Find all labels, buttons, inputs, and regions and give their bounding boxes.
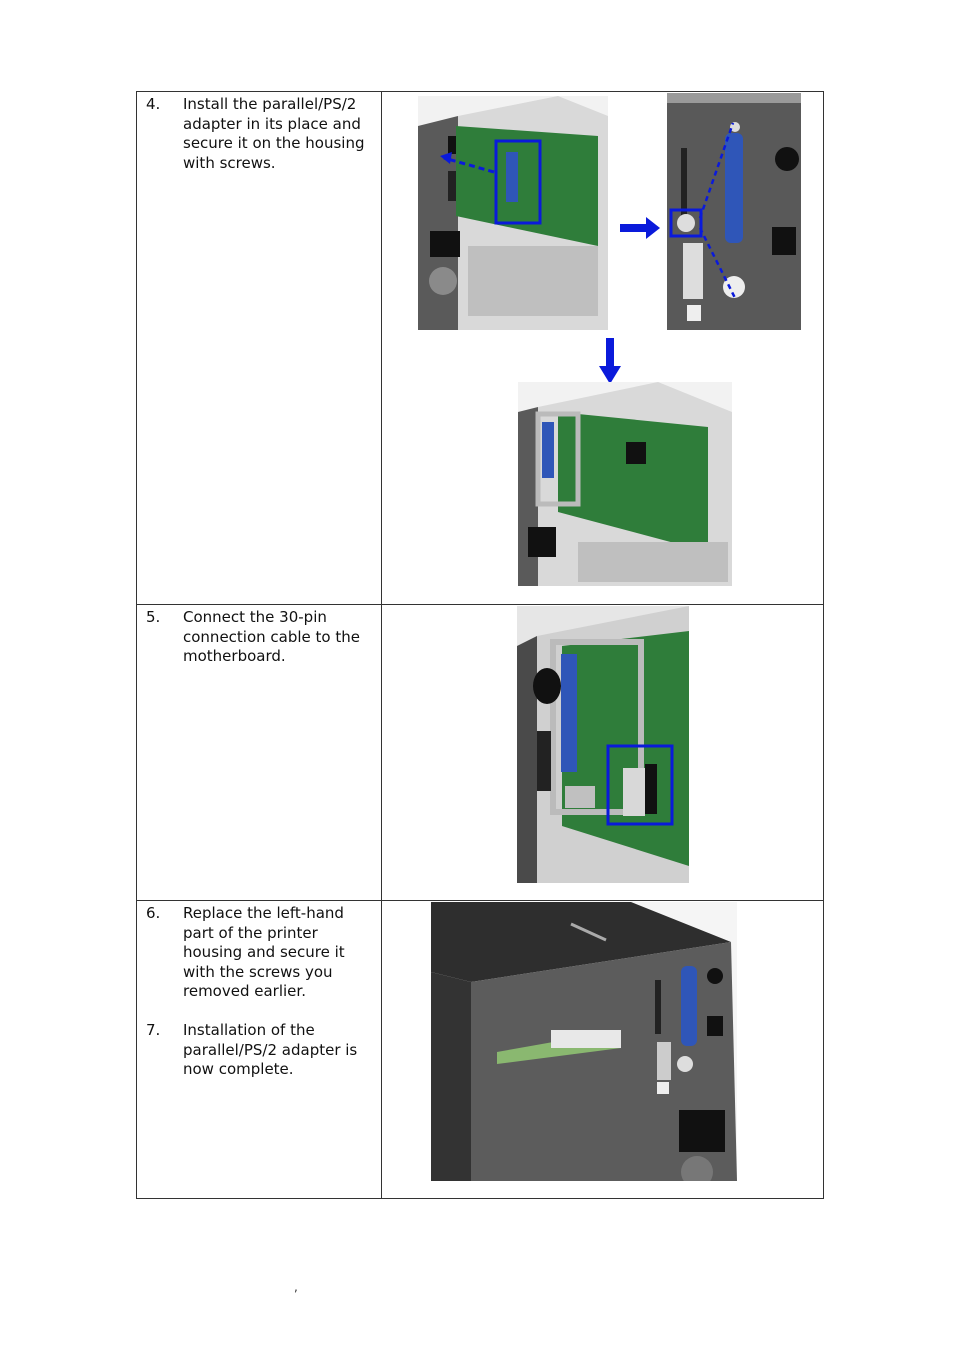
step-number: 6. xyxy=(146,904,161,922)
step-item: 5. Connect the 30-pin connection cable t… xyxy=(146,608,373,667)
step-text-cell: 6. Replace the left-hand part of the pri… xyxy=(137,901,382,1198)
printer-housing-illustration xyxy=(431,902,737,1181)
step-text: Replace the left-hand part of the printe… xyxy=(183,904,345,1001)
back-panel-detail-illustration xyxy=(667,93,801,330)
step-number: 4. xyxy=(146,95,161,113)
cable-connection-illustration xyxy=(517,606,689,883)
adapter-installed-illustration xyxy=(518,382,732,586)
step-number: 5. xyxy=(146,608,161,626)
step-illustration-cell xyxy=(382,92,823,604)
arrow-down-icon xyxy=(599,338,621,384)
step-text-cell: 5. Connect the 30-pin connection cable t… xyxy=(137,605,382,900)
table-row-step-6-7: 6. Replace the left-hand part of the pri… xyxy=(137,901,823,1198)
instruction-table: 4. Install the parallel/PS/2 adapter in … xyxy=(136,91,824,1199)
footer-mark: , xyxy=(294,1280,298,1294)
step-item: 6. Replace the left-hand part of the pri… xyxy=(146,904,373,1002)
adapter-install-illustration xyxy=(418,96,608,330)
step-item: 7. Installation of the parallel/PS/2 ada… xyxy=(146,1021,373,1080)
step-text-cell: 4. Install the parallel/PS/2 adapter in … xyxy=(137,92,382,604)
step-text: Connect the 30-pin connection cable to t… xyxy=(183,608,360,666)
arrow-right-icon xyxy=(620,217,660,239)
table-row-step-4: 4. Install the parallel/PS/2 adapter in … xyxy=(137,92,823,605)
step-item: 4. Install the parallel/PS/2 adapter in … xyxy=(146,95,373,173)
step-number: 7. xyxy=(146,1020,161,1039)
step-text: Install the parallel/PS/2 adapter in its… xyxy=(183,95,365,172)
step-text: Installation of the parallel/PS/2 adapte… xyxy=(183,1020,358,1079)
table-row-step-5: 5. Connect the 30-pin connection cable t… xyxy=(137,605,823,901)
step-illustration-cell xyxy=(382,605,823,900)
step-illustration-cell xyxy=(382,901,823,1198)
